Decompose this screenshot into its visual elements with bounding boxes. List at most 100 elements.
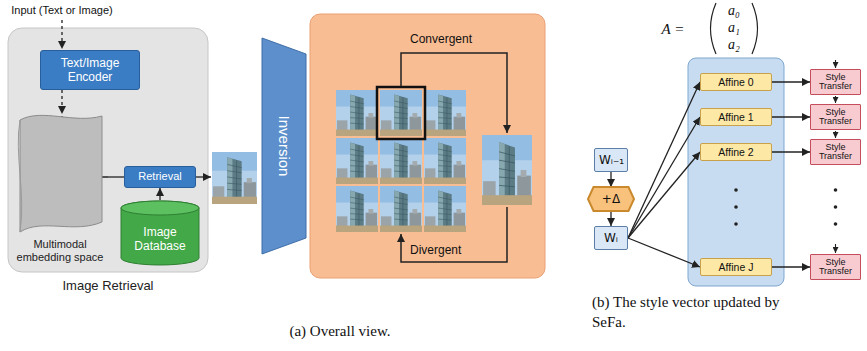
text-holder: a₁ xyxy=(718,20,750,36)
input-tick-arrow xyxy=(835,244,836,253)
block-label: Inversion xyxy=(276,116,293,177)
text-holder: a₀ xyxy=(718,3,750,19)
text-holder: (a) Overall view. xyxy=(200,322,480,340)
connector xyxy=(108,176,124,177)
building-photo xyxy=(336,138,378,184)
connector xyxy=(772,151,810,152)
box-label: Image Database xyxy=(126,225,194,254)
vector-bracket xyxy=(711,3,717,54)
affine-label: Affine 1 xyxy=(718,111,753,123)
panel-heading: Image Retrieval xyxy=(8,278,208,293)
generation-panel xyxy=(310,14,545,278)
building-photo xyxy=(212,152,257,204)
vector-label: Wᵢ₋₁ xyxy=(599,153,624,167)
box-label: Text/Image Encoder xyxy=(49,56,131,85)
ellipsis-dot xyxy=(834,222,838,226)
hexagon-fill xyxy=(588,187,634,211)
box-label: Retrieval xyxy=(138,170,181,183)
ellipsis-dot xyxy=(734,205,738,209)
process-box: Text/Image Encoder xyxy=(40,50,140,90)
connector xyxy=(628,117,700,238)
figure-caption: (a) Overall view. xyxy=(200,322,480,340)
connector xyxy=(772,81,810,82)
text-holder: Image Retrieval xyxy=(8,278,208,293)
input-tick-arrow xyxy=(835,60,836,68)
building-photo xyxy=(336,186,378,232)
group-panel: Image RetrievalText/Image EncoderMultimo… xyxy=(8,28,208,272)
embedding-space: Multimodal embedding space xyxy=(12,114,108,268)
style-label: Style Transfer xyxy=(814,143,857,162)
connector xyxy=(628,82,700,238)
text-holder: (b) The style vector updated by SeFa. xyxy=(592,292,802,333)
vector-bracket xyxy=(752,3,758,54)
embedding-sheet xyxy=(12,114,108,238)
vector-box: Wᵢ₋₁ xyxy=(594,148,628,172)
style-transfer-box: Style Transfer xyxy=(810,139,861,165)
affine-box: Affine 1 xyxy=(700,108,772,126)
text-holder: A = xyxy=(658,21,688,38)
style-label: Style Transfer xyxy=(814,258,857,277)
building-photo xyxy=(380,138,422,184)
cylinder-top xyxy=(121,201,199,215)
affine-group: A =a₀a₁a₂Affine 0Affine 1Affine 2Affine … xyxy=(688,58,784,286)
connector xyxy=(772,116,810,117)
text-holder: Inversion xyxy=(276,116,293,177)
connector xyxy=(610,172,611,187)
inversion-block: Inversion xyxy=(262,38,306,254)
delta-box: +Δ xyxy=(588,187,634,211)
style-transfer-box: Style Transfer xyxy=(810,104,861,130)
input-tick-arrow xyxy=(835,131,836,138)
building-photo xyxy=(424,138,466,184)
text-holder: a₂ xyxy=(718,37,750,53)
style-transfer-box: Style Transfer xyxy=(810,254,861,280)
figure-caption: (b) The style vector updated by SeFa. xyxy=(592,292,802,333)
affine-label: Affine 2 xyxy=(718,146,753,158)
matrix-entry: a₂ xyxy=(718,37,750,53)
cylinder-body xyxy=(121,201,199,265)
ellipsis-dot xyxy=(834,188,838,192)
affine-box: Affine 2 xyxy=(700,143,772,161)
embedding-sheet-shape xyxy=(20,115,102,232)
retrieval-arrow xyxy=(196,176,211,177)
affine-panel xyxy=(688,58,784,286)
ellipsis-dot xyxy=(734,188,738,192)
matrix-entry: a₀ xyxy=(718,3,750,19)
text-holder: Divergent xyxy=(410,243,500,257)
connector xyxy=(628,152,700,238)
style-label: Style Transfer xyxy=(814,73,857,92)
ellipsis-dot xyxy=(734,222,738,226)
building-photo xyxy=(424,90,466,136)
input-tick-arrow xyxy=(835,96,836,103)
arrow-label: Convergent xyxy=(410,32,500,46)
input-arrow xyxy=(61,20,62,49)
convergent-arrow xyxy=(401,53,507,133)
vector-box: Wᵢ xyxy=(594,226,628,250)
text-holder: Multimodal embedding space xyxy=(12,238,108,263)
building-photo xyxy=(380,186,422,232)
space-label: Multimodal embedding space xyxy=(12,238,108,263)
connector xyxy=(610,211,611,226)
matrix-name: A = xyxy=(658,21,688,38)
connector xyxy=(61,90,62,114)
process-box: Retrieval xyxy=(124,166,196,188)
vector-label: Wᵢ xyxy=(604,231,618,245)
connector xyxy=(159,188,160,200)
building-photo xyxy=(380,90,422,136)
affine-label: Affine 0 xyxy=(718,76,753,88)
delta-label: +Δ xyxy=(602,192,620,206)
affine-label: Affine J xyxy=(719,261,754,273)
text-holder: Convergent xyxy=(410,32,500,46)
trapezoid-fill xyxy=(262,38,306,254)
text-holder: Input (Text or Image) xyxy=(2,4,122,17)
input-label: Input (Text or Image) xyxy=(2,4,122,17)
database-cylinder: Image Database xyxy=(120,200,200,266)
affine-box: Affine 0 xyxy=(700,73,772,91)
connector xyxy=(628,238,700,267)
selection-frame xyxy=(377,87,425,139)
building-photo xyxy=(424,186,466,232)
building-photo xyxy=(482,135,532,205)
retrieval-panel xyxy=(8,28,208,272)
style-transfer-box: Style Transfer xyxy=(810,69,861,95)
ellipsis-dot xyxy=(834,205,838,209)
